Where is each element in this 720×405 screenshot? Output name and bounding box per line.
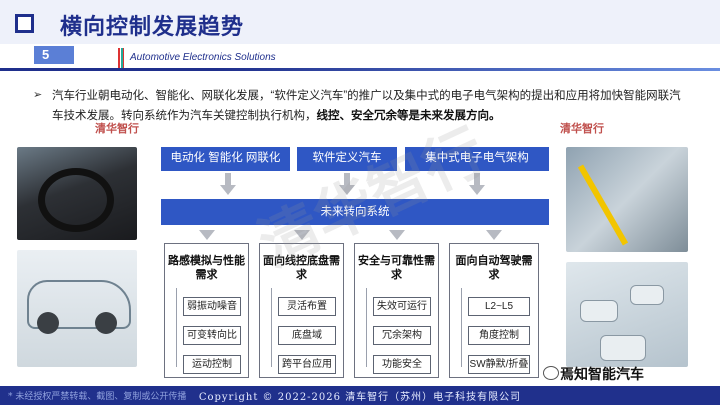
down-arrow-icon xyxy=(469,185,485,195)
title-square-icon xyxy=(15,14,34,33)
down-arrow-icon xyxy=(486,230,502,240)
driver-box-3: 集中式电子电气架构 xyxy=(405,147,549,171)
footer-copyright: Copyright © 2022-2026 清车智行（苏州）电子科技有限公司 xyxy=(198,392,522,403)
bullet-paragraph: 汽车行业朝电动化、智能化、网联化发展，“软件定义汽车”的推广以及集中式的电子电气… xyxy=(52,86,692,126)
requirement-pill: 可变转向比 xyxy=(183,326,241,345)
title-bar xyxy=(0,0,720,48)
driver-box-2: 软件定义汽车 xyxy=(297,147,397,171)
page-title: 横向控制发展趋势 xyxy=(60,14,245,39)
requirement-pill: 角度控制 xyxy=(468,326,530,345)
connector-line xyxy=(176,288,177,367)
down-arrow-icon xyxy=(294,230,310,240)
requirement-pill: SW静默/折叠 xyxy=(468,355,530,374)
chassis-frame-icon xyxy=(27,280,131,329)
driver-box-1: 电动化 智能化 网联化 xyxy=(161,147,290,171)
requirement-pill: 弱振动噪音 xyxy=(183,297,241,316)
page-number: 5 xyxy=(34,46,74,64)
footer-disclaimer: * 未经授权严禁转载、截图、复制或公开传播 xyxy=(8,392,187,402)
brand-divider xyxy=(0,68,720,71)
wheel-icon xyxy=(37,312,59,334)
requirement-pill: 运动控制 xyxy=(183,355,241,374)
footer-bar xyxy=(0,386,720,405)
road-lane-photo xyxy=(566,147,688,252)
bullet-arrow-icon: ➢ xyxy=(33,89,43,101)
down-arrow-icon xyxy=(220,185,236,195)
wechat-account-label: 焉知智能汽车 xyxy=(560,366,644,382)
down-arrow-icon xyxy=(389,230,405,240)
brand-stripes-icon xyxy=(118,48,124,70)
requirement-pill: 底盘域 xyxy=(278,326,336,345)
center-box: 未来转向系统 xyxy=(161,199,549,225)
wechat-icon xyxy=(543,366,559,380)
logo-left: 清华智行 xyxy=(95,123,139,135)
wheel-icon xyxy=(95,312,117,334)
column-heading: 面向线控底盘需求 xyxy=(263,255,340,281)
requirement-pill: 失效可运行 xyxy=(373,297,431,316)
arrow-stem xyxy=(344,173,350,185)
subtitle: Automotive Electronics Solutions xyxy=(130,52,276,63)
down-arrow-icon xyxy=(339,185,355,195)
car-icon xyxy=(580,300,618,322)
requirement-pill: L2~L5 xyxy=(468,297,530,316)
column-heading: 安全与可靠性需求 xyxy=(358,255,435,281)
connector-line xyxy=(366,288,367,367)
requirement-pill: 冗余架构 xyxy=(373,326,431,345)
connector-line xyxy=(271,288,272,367)
arrow-stem xyxy=(474,173,480,185)
requirement-pill: 灵活布置 xyxy=(278,297,336,316)
connector-line xyxy=(461,288,462,367)
bullet-text-normal: 汽车行业朝电动化、智能化、网联化发展，“软件定义汽车”的推广以及集中式的电子电气… xyxy=(52,90,681,122)
logo-right: 清华智行 xyxy=(560,123,604,135)
steering-wheel-icon xyxy=(38,168,114,232)
bullet-text-bold: 线控、安全冗余等是未来发展方向。 xyxy=(316,110,501,122)
car-icon xyxy=(600,335,646,361)
column-heading: 面向自动驾驶需求 xyxy=(455,255,533,281)
down-arrow-icon xyxy=(199,230,215,240)
car-icon xyxy=(630,285,664,305)
requirement-pill: 功能安全 xyxy=(373,355,431,374)
requirement-pill: 跨平台应用 xyxy=(278,355,336,374)
column-heading: 路感模拟与性能需求 xyxy=(168,255,245,281)
arrow-stem xyxy=(225,173,231,185)
